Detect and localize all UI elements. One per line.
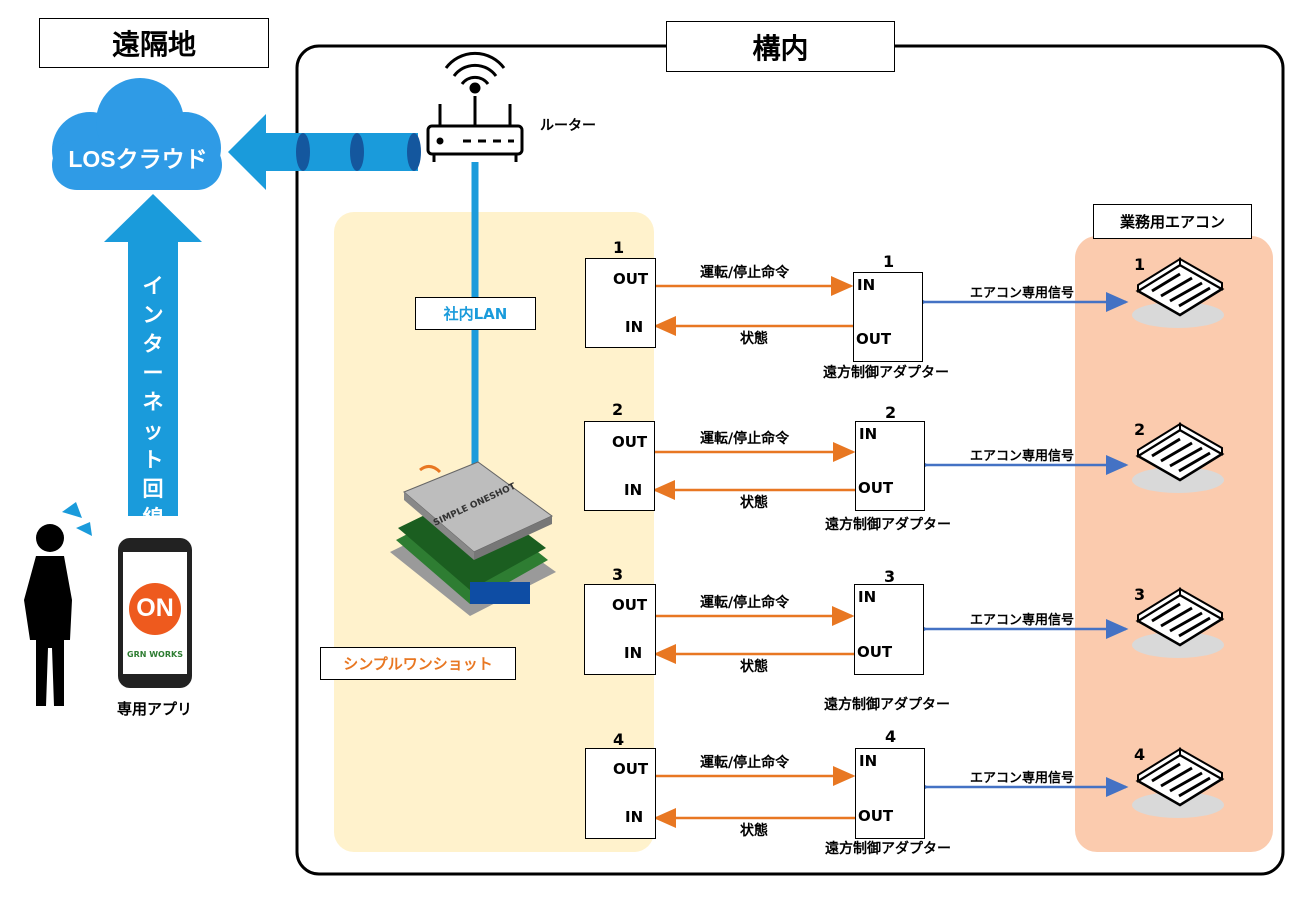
aircon-number: 3: [1134, 585, 1146, 604]
internet-arrow: [104, 194, 202, 516]
command-label: 運転/停止命令: [700, 595, 790, 611]
aircon-signal-label: エアコン専用信号: [970, 449, 1075, 464]
channel-number: 3: [612, 565, 624, 584]
ceiling-aircon-icon: [1132, 257, 1225, 328]
router-icon: [426, 51, 524, 162]
device-out-port: OUT: [613, 760, 649, 778]
premises-title: 構内: [666, 21, 895, 72]
device-out-port: OUT: [612, 596, 648, 614]
device-out-port: OUT: [612, 433, 648, 451]
aircon-group-label: 業務用エアコン: [1093, 204, 1252, 239]
device-in-port: IN: [624, 481, 643, 499]
device-port-box: [585, 748, 656, 839]
adapter-number: 2: [885, 403, 897, 422]
adapter-box: [855, 421, 925, 511]
device-in-port: IN: [625, 808, 644, 826]
status-label: 状態: [740, 823, 768, 839]
app-on-button[interactable]: ON: [136, 594, 174, 622]
aircon-number: 4: [1134, 745, 1146, 764]
person-icon: [24, 524, 72, 706]
adapter-number: 1: [883, 252, 895, 271]
adapter-out-port: OUT: [858, 479, 894, 497]
command-label: 運転/停止命令: [700, 431, 790, 447]
router-label: ルーター: [540, 118, 596, 134]
device-port-box: [584, 584, 656, 675]
adapter-out-port: OUT: [856, 330, 892, 348]
voice-mark-icon: [76, 522, 92, 536]
adapter-label: 遠方制御アダプター: [824, 697, 950, 713]
device-in-port: IN: [624, 644, 643, 662]
aircon-signal-label: エアコン専用信号: [970, 613, 1075, 628]
command-label: 運転/停止命令: [700, 265, 790, 281]
aircon-signal-label: エアコン専用信号: [970, 286, 1075, 301]
adapter-in-port: IN: [859, 425, 878, 443]
adapter-label: 遠方制御アダプター: [825, 517, 951, 533]
cloud-label: LOSクラウド: [68, 146, 208, 172]
status-label: 状態: [740, 331, 768, 347]
remote-title: 遠隔地: [39, 18, 269, 68]
adapter-number: 3: [884, 567, 896, 586]
command-label: 運転/停止命令: [700, 755, 790, 771]
ceiling-aircon-icon: [1132, 747, 1225, 818]
adapter-box: [853, 272, 923, 362]
channel-number: 1: [613, 238, 625, 257]
device-in-port: IN: [625, 318, 644, 336]
pipe-arrow: [228, 114, 421, 190]
status-label: 状態: [740, 659, 768, 675]
adapter-in-port: IN: [859, 752, 878, 770]
smartphone-icon: [118, 538, 192, 688]
ceiling-aircon-icon: [1132, 422, 1225, 493]
device-image: [390, 461, 556, 616]
device-port-box: [585, 258, 656, 348]
aircon-signal-label: エアコン専用信号: [970, 771, 1075, 786]
aircon-number: 2: [1134, 420, 1146, 439]
ceiling-aircon-icon: [1132, 587, 1225, 658]
app-label: 専用アプリ: [117, 700, 193, 718]
internet-label: インターネット回線: [142, 274, 164, 530]
adapter-box: [854, 584, 924, 675]
adapter-box: [855, 748, 925, 839]
lan-label: 社内LAN: [415, 297, 536, 330]
aircon-area: [1075, 236, 1273, 852]
device-port-box: [584, 421, 655, 511]
aircon-number: 1: [1134, 255, 1146, 274]
device-label: シンプルワンショット: [320, 647, 516, 680]
voice-mark-icon: [62, 502, 82, 518]
device-out-port: OUT: [613, 270, 649, 288]
adapter-label: 遠方制御アダプター: [825, 841, 951, 857]
status-label: 状態: [740, 495, 768, 511]
adapter-in-port: IN: [858, 588, 877, 606]
adapter-label: 遠方制御アダプター: [823, 365, 949, 381]
app-brand: GRN WORKS: [127, 650, 183, 659]
adapter-out-port: OUT: [857, 643, 893, 661]
adapter-number: 4: [885, 727, 897, 746]
adapter-out-port: OUT: [858, 807, 894, 825]
adapter-in-port: IN: [857, 276, 876, 294]
cloud-icon: [52, 78, 222, 190]
channel-number: 4: [613, 730, 625, 749]
channel-number: 2: [612, 400, 624, 419]
